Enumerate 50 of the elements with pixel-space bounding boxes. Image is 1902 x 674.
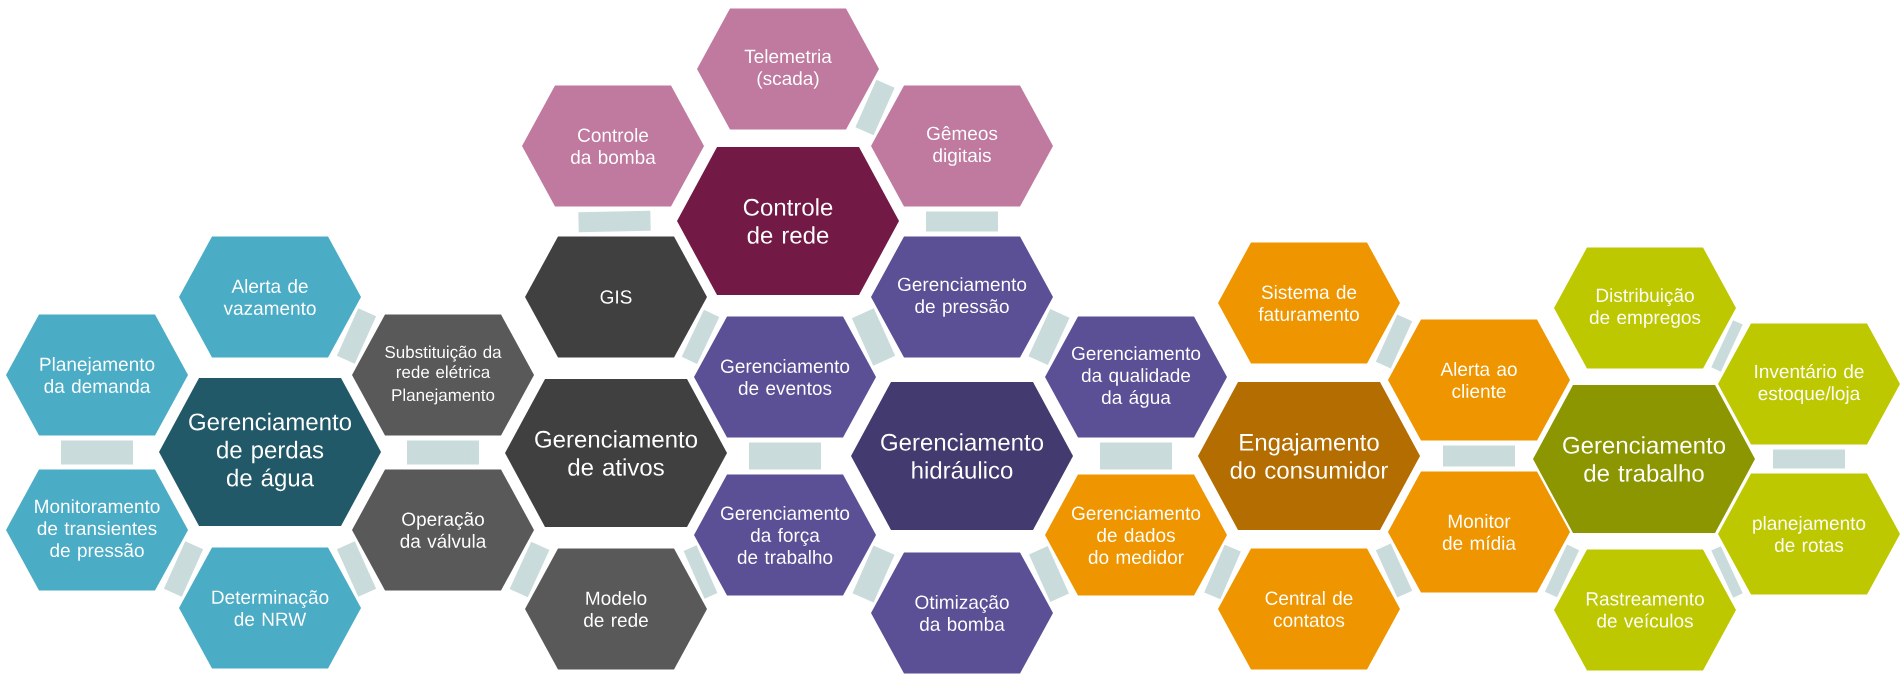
hexagon: Monitor de mídia xyxy=(1388,471,1570,593)
hexagon: Modelo de rede xyxy=(525,548,707,670)
chevron xyxy=(1773,449,1845,469)
chevron xyxy=(1029,546,1069,602)
hexagon: Gerenciamento da força de trabalho xyxy=(694,474,876,596)
chevron xyxy=(1375,543,1413,598)
hexagon: Planejamento da demanda xyxy=(6,314,188,436)
chevron xyxy=(683,545,718,599)
hexagon: Distribuição de empregos xyxy=(1554,247,1736,369)
chevron xyxy=(1100,442,1172,470)
hexagon: Alerta de vazamento xyxy=(179,236,361,358)
hexagon: planejamento de rotas xyxy=(1718,473,1900,595)
chevron xyxy=(1711,546,1743,598)
chevron xyxy=(578,210,651,233)
chevron xyxy=(1544,544,1580,598)
chevron xyxy=(407,440,479,465)
chevron xyxy=(1375,314,1413,369)
hexagon: Controle de rede xyxy=(677,147,899,295)
chevron xyxy=(336,541,377,597)
chevron xyxy=(852,545,895,603)
chevron xyxy=(1204,544,1241,600)
hexagon: Determinação de NRW xyxy=(179,547,361,669)
hexagon: Gêmeos digitais xyxy=(871,85,1053,207)
hexagon: Otimização da bomba xyxy=(871,552,1053,674)
hexagon: Monitoramento de transientes de pressão xyxy=(6,469,188,591)
hexagon: Rastreamento de veículos xyxy=(1554,549,1736,671)
hexagon: Operação da válvula xyxy=(352,469,534,591)
chevron xyxy=(163,541,204,597)
hexagon: Gerenciamento hidráulico xyxy=(851,382,1073,530)
hexagon: Telemetria (scada) xyxy=(697,8,879,130)
chevron xyxy=(681,309,720,365)
chevron xyxy=(336,308,377,364)
hexagon: Gerenciamento de pressão xyxy=(871,236,1053,358)
hexagon: Central de contatos xyxy=(1218,548,1400,670)
chevron xyxy=(1443,445,1515,467)
chevron xyxy=(1028,308,1070,366)
hexagon: Gerenciamento de perdas de água xyxy=(159,378,381,526)
chevron xyxy=(509,541,550,598)
chevron xyxy=(855,79,895,136)
chevron xyxy=(1711,320,1743,372)
hexagon: Gerenciamento de dados do medidor xyxy=(1045,474,1227,596)
chevron xyxy=(926,211,998,232)
hexagon: Sistema de faturamento xyxy=(1218,242,1400,364)
hexagon: GIS xyxy=(525,236,707,358)
hexagon: Substituição da rede elétrica Planejamento xyxy=(352,314,534,436)
chevron xyxy=(749,442,821,470)
hexagon: Controle da bomba xyxy=(522,85,704,207)
chevron xyxy=(61,440,133,465)
hexagon: Gerenciamento da qualidade da água xyxy=(1045,316,1227,438)
chevron xyxy=(851,308,896,366)
